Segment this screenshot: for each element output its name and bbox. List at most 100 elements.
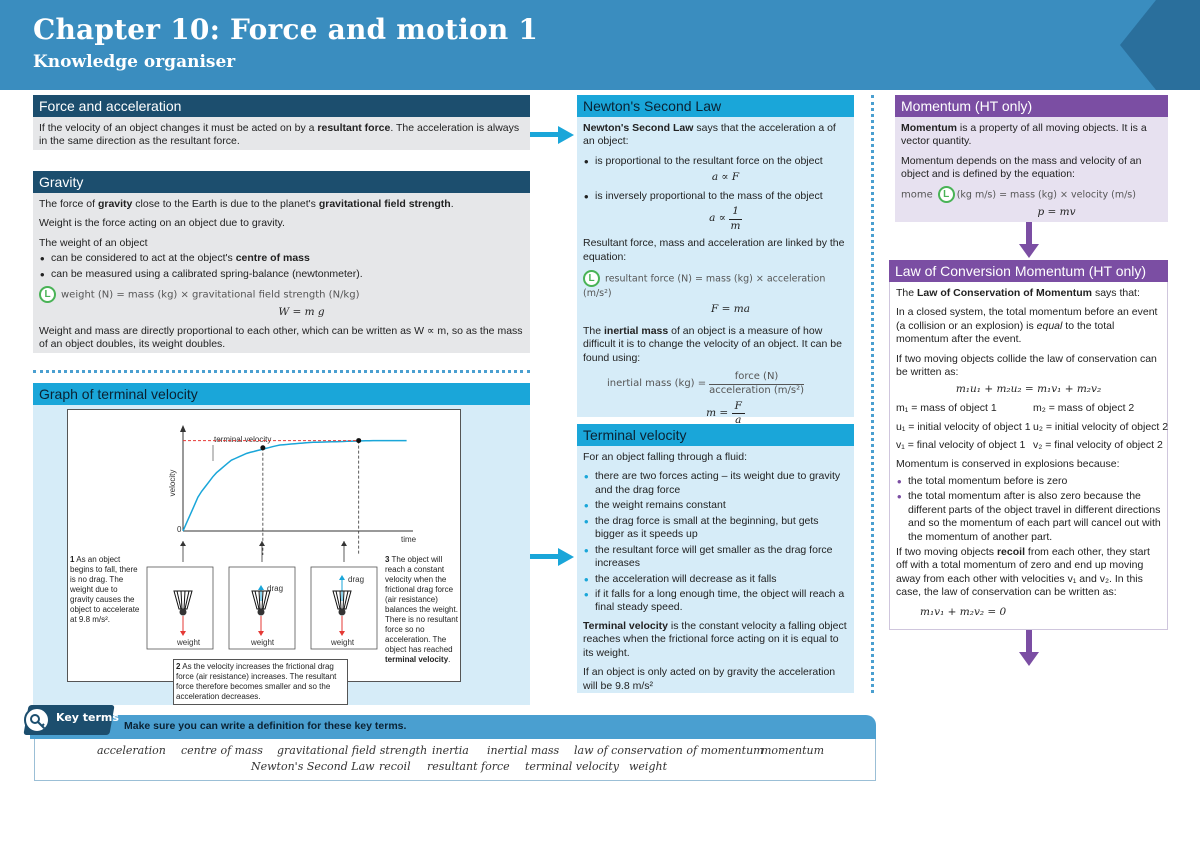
gravity-p1: The force of gravity close to the Earth … — [39, 198, 454, 210]
gravity-body: The force of gravity close to the Earth … — [33, 193, 530, 353]
variable-definitions: m₁ = mass of object 1 m₂ = mass of objec… — [896, 402, 1168, 452]
recoil-equation: m₁v₁ + m₂v₂ = 0 — [920, 605, 1007, 618]
definition-u1: u₁ = initial velocity of object 1 — [896, 420, 1031, 433]
shuttlecock-icon — [173, 590, 193, 616]
terminal-velocity-section: Terminal velocity For an object falling … — [577, 424, 854, 693]
learn-badge-icon: L — [583, 269, 600, 287]
list-item: the total momentum after is also zero be… — [896, 489, 1161, 544]
list-item: is proportional to the resultant force o… — [583, 154, 848, 171]
conservation-p4: Momentum is conserved in explosions beca… — [896, 458, 1120, 471]
conservation-section: Law of Conversion Momentum (HT only) The… — [889, 260, 1168, 630]
conservation-bullets: the total momentum before is zero the to… — [896, 474, 1161, 544]
force-acceleration-section: Force and acceleration If the velocity o… — [33, 95, 530, 150]
keyterm: resultant force — [427, 760, 510, 773]
momentum-body: Momentum is a property of all moving obj… — [895, 117, 1168, 222]
conservation-equation: m₁u₁ + m₂u₂ = m₁v₁ + m₂v₂ — [955, 382, 1102, 395]
list-item: the drag force is small at the beginning… — [583, 514, 848, 542]
caption-3: 3 The object will reach a constant veloc… — [385, 555, 458, 664]
x-axis-label: time — [401, 535, 417, 544]
terminal-velocity-body: For an object falling through a fluid: t… — [577, 446, 854, 693]
newton-heading: Newton's Second Law — [577, 95, 854, 117]
keyterms-bar — [30, 715, 876, 739]
definition-m2: m₂ = mass of object 2 — [1033, 402, 1135, 415]
shuttle-panel-2: drag weight — [228, 541, 296, 650]
equation-f-ma: F = ma — [711, 303, 750, 316]
list-item: is inversely proportional to the mass of… — [583, 189, 848, 206]
page-header: Chapter 10: Force and motion 1 Knowledge… — [0, 0, 1200, 90]
shuttle-panel-1: weight — [146, 541, 214, 650]
arrow-right-icon — [530, 126, 574, 144]
force-acceleration-heading: Force and acceleration — [33, 95, 530, 117]
y-axis-label: velocity — [168, 470, 177, 497]
terminal-definition: Terminal velocity is the constant veloci… — [583, 619, 847, 659]
conservation-p1: The Law of Conservation of Momentum says… — [896, 287, 1140, 299]
weight-arrow-icon — [258, 631, 264, 636]
newton-p3: The inertial mass of an object is a meas… — [583, 324, 842, 364]
equation-a-prop-f: a ∝ F — [711, 171, 740, 184]
list-item: can be considered to act at the object's… — [39, 251, 524, 268]
weight-label: weight — [330, 638, 355, 647]
arrow-down-icon — [1019, 630, 1039, 666]
keyterm: momentum — [761, 744, 825, 757]
momentum-p1: Momentum is a property of all moving obj… — [901, 122, 1147, 148]
conservation-p2: In a closed system, the total momentum b… — [896, 306, 1158, 346]
keyterm: weight — [629, 760, 667, 773]
terminal-bullets: there are two forces acting – its weight… — [583, 469, 848, 615]
gravity-heading: Gravity — [33, 171, 530, 193]
weight-label: weight — [250, 638, 275, 647]
chart-marker-point — [356, 438, 362, 444]
gravity-section: Gravity The force of gravity close to th… — [33, 171, 530, 353]
shuttle-panel-3: drag weight — [310, 541, 378, 650]
chapter-title: Chapter 10: Force and motion 1 — [33, 13, 539, 46]
newton-section: Newton's Second Law Newton's Second Law … — [577, 95, 854, 426]
key-icon — [24, 707, 50, 733]
weight-arrow-icon — [180, 631, 186, 636]
dotted-separator-vertical — [871, 95, 874, 693]
terminal-velocity-annotation: terminal velocity — [214, 435, 271, 444]
newton-body: Newton's Second Law says that the accele… — [577, 117, 854, 426]
keyterm: inertial mass — [487, 744, 560, 757]
list-item: can be measured using a calibrated sprin… — [39, 267, 524, 284]
drag-arrow-icon — [258, 585, 264, 590]
newton-p1: Newton's Second Law says that the accele… — [583, 122, 836, 148]
gravity-bullets: can be considered to act at the object's… — [39, 251, 524, 284]
weight-arrow-icon — [339, 631, 345, 636]
list-item: the resultant force will get smaller as … — [583, 543, 848, 571]
chapter-subtitle: Knowledge organiser — [33, 52, 236, 72]
list-item: the total momentum before is zero — [896, 474, 1161, 491]
weight-equation: W = m g — [278, 306, 325, 319]
terminal-graph-body: velocity time 0 terminal velocity weight — [33, 405, 530, 705]
momentum-section: Momentum (HT only) Momentum is a propert… — [895, 95, 1168, 222]
arrow-down-icon — [1019, 222, 1039, 258]
header-chevron — [1120, 0, 1200, 90]
drag-arrow-icon — [339, 575, 345, 580]
keyterm: gravitational field strength — [277, 744, 428, 757]
shuttlecock-icon — [251, 590, 271, 616]
gravity-p4: Weight and mass are directly proportiona… — [39, 324, 523, 351]
keyterms-label: Key terms — [56, 711, 119, 724]
conservation-body: The Law of Conservation of Momentum says… — [889, 282, 1168, 630]
caption-2: 2 As the velocity increases the friction… — [173, 659, 348, 705]
list-item: there are two forces acting – its weight… — [583, 469, 848, 497]
caption-1: 1 As an object begins to fall, there is … — [70, 555, 140, 624]
list-item: if it falls for a long enough time, the … — [583, 587, 848, 615]
dotted-separator — [33, 370, 530, 373]
newton-p2: Resultant force, mass and acceleration a… — [583, 237, 845, 263]
gravity-p3: The weight of an object — [39, 236, 148, 249]
terminal-gravity-note: If an object is only acted on by gravity… — [583, 666, 836, 692]
definition-u2: u₂ = initial velocity of object 2 — [1033, 420, 1169, 433]
keyterm: acceleration — [97, 744, 166, 757]
force-acceleration-body: If the velocity of an object changes it … — [33, 117, 530, 150]
conservation-p5: If two moving objects recoil from each o… — [896, 546, 1150, 599]
keyterm: terminal velocity — [525, 760, 619, 773]
momentum-word-equation: mome L(kg m/s) = mass (kg) × velocity (m… — [901, 185, 1162, 203]
weight-label: weight — [176, 638, 201, 647]
origin-label: 0 — [177, 525, 182, 534]
inertial-mass-word-equation: inertial mass (kg) = force (N)accelerati… — [607, 371, 804, 396]
keyterm: Newton's Second Law — [251, 760, 375, 773]
definition-v1: v₁ = final velocity of object 1 — [896, 438, 1026, 451]
